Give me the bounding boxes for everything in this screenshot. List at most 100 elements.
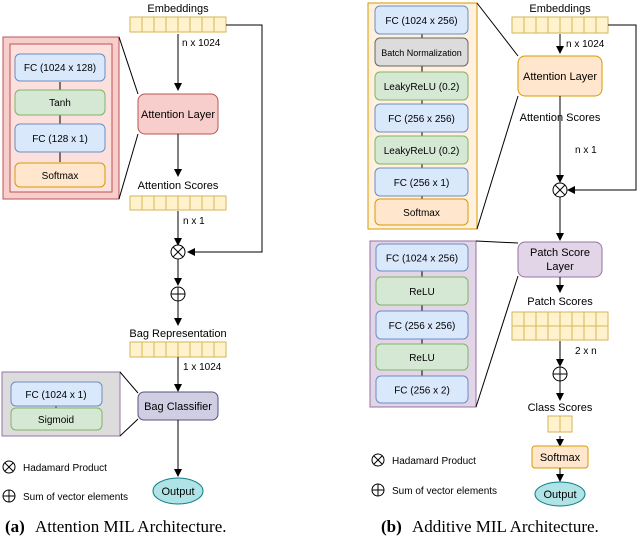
vector-cell	[523, 16, 537, 34]
right-patch-relu2: ReLU	[375, 343, 469, 371]
left-attention-scores-label: Attention Scores	[138, 180, 219, 192]
svg-text:Layer: Layer	[546, 261, 574, 273]
svg-text:Attention Layer: Attention Layer	[523, 71, 597, 83]
left-bag-rep-vector	[129, 341, 227, 358]
left-bag-classifier: Bag Classifier	[137, 391, 219, 421]
right-output: Output	[534, 481, 586, 507]
right-class-scores-label: Class Scores	[528, 402, 593, 414]
vector-cell	[201, 341, 215, 358]
vector-cell	[189, 341, 203, 358]
score-cell	[595, 311, 609, 327]
right-sum-icon	[552, 366, 568, 382]
svg-text:FC (256 x 1): FC (256 x 1)	[394, 178, 450, 189]
right-legend-hadamard-icon	[371, 453, 385, 467]
vector-cell	[129, 16, 143, 33]
score-cell	[583, 325, 597, 341]
vector-cell	[559, 16, 573, 34]
right-patch-link-bottom	[475, 275, 519, 408]
right-attn-leakyrelu2: LeakyReLU (0.2)	[374, 135, 469, 165]
right-class-scores-grid	[547, 415, 573, 433]
right-panel-link-top	[476, 2, 519, 57]
left-attn-fc2: FC (128 x 1)	[14, 123, 106, 153]
vector-cell	[141, 195, 155, 211]
svg-text:FC (256 x 2): FC (256 x 2)	[394, 386, 450, 397]
svg-text:Batch Normalization: Batch Normalization	[381, 48, 462, 58]
right-softmax: Softmax	[531, 445, 589, 469]
right-legend-sum-icon	[371, 483, 385, 497]
score-cell	[559, 415, 573, 433]
right-embeddings-label: Embeddings	[529, 3, 591, 15]
left-attention-layer: Attention Layer	[137, 93, 219, 135]
score-cell	[559, 311, 573, 327]
svg-text:Softmax: Softmax	[403, 208, 440, 219]
svg-text:Output: Output	[161, 486, 194, 498]
score-cell	[535, 325, 549, 341]
right-embeddings-vector	[511, 16, 609, 34]
right-caption-letter: (b)	[381, 517, 402, 536]
score-cell	[571, 325, 585, 341]
score-cell	[511, 311, 525, 327]
vector-cell	[201, 16, 215, 33]
score-cell	[559, 325, 573, 341]
svg-text:LeakyReLU (0.2): LeakyReLU (0.2)	[384, 146, 460, 157]
right-attn-batchnorm: Batch Normalization	[374, 37, 469, 67]
left-panel-link-top	[118, 36, 139, 95]
vector-cell	[153, 341, 167, 358]
right-patch-fc3: FC (256 x 2)	[375, 375, 469, 404]
vector-cell	[595, 16, 609, 34]
right-attention-scores-dim: n x 1	[575, 145, 597, 156]
left-classifier-link-bottom	[119, 418, 139, 437]
left-attention-scores-vector	[129, 195, 227, 211]
right-panel-link-bottom	[476, 95, 519, 230]
left-attn-softmax: Softmax	[14, 162, 106, 188]
left-legend-sum: Sum of vector elements	[23, 492, 128, 503]
svg-text:Bag Classifier: Bag Classifier	[144, 401, 212, 413]
left-panel-link-bottom	[118, 133, 139, 200]
vector-cell	[177, 16, 191, 33]
vector-cell	[201, 195, 215, 211]
left-caption-letter: (a)	[5, 517, 25, 536]
vector-cell	[189, 195, 203, 211]
vector-cell	[141, 341, 155, 358]
left-embeddings-vector	[129, 16, 227, 33]
svg-text:FC (1024 x 256): FC (1024 x 256)	[386, 254, 458, 265]
left-skip-arrow	[187, 24, 263, 256]
left-hadamard-icon	[170, 244, 186, 260]
right-attn-fc1: FC (1024 x 256)	[374, 5, 469, 35]
vector-cell	[213, 195, 227, 211]
right-attn-leakyrelu1: LeakyReLU (0.2)	[374, 71, 469, 101]
left-caption-text: Attention MIL Architecture.	[35, 517, 227, 536]
right-diagram: Embeddings n x 1024 FC (1024 x 256) Batch…	[367, 2, 637, 536]
vector-cell	[153, 195, 167, 211]
left-attention-scores-dim: n x 1	[183, 216, 205, 227]
left-bag-rep-dim: 1 x 1024	[183, 362, 222, 373]
left-embeddings-label: Embeddings	[147, 3, 209, 15]
svg-text:Softmax: Softmax	[540, 452, 581, 464]
svg-text:FC (256 x 256): FC (256 x 256)	[388, 114, 455, 125]
svg-text:ReLU: ReLU	[409, 353, 435, 364]
svg-text:Tanh: Tanh	[49, 98, 71, 109]
vector-cell	[571, 16, 585, 34]
vector-cell	[583, 16, 597, 34]
score-cell	[571, 311, 585, 327]
right-patch-fc1: FC (1024 x 256)	[375, 243, 469, 272]
vector-cell	[511, 16, 525, 34]
score-cell	[595, 325, 609, 341]
vector-cell	[165, 195, 179, 211]
left-attn-tanh: Tanh	[14, 89, 106, 116]
svg-text:Softmax: Softmax	[42, 171, 79, 182]
left-diagram: Embeddings n x 1024 FC (1024 x 128) Tanh…	[1, 3, 263, 536]
right-attention-layer: Attention Layer	[517, 55, 603, 97]
score-cell	[523, 311, 537, 327]
svg-text:LeakyReLU (0.2): LeakyReLU (0.2)	[384, 82, 460, 93]
vector-cell	[535, 16, 549, 34]
left-embeddings-dim: n x 1024	[182, 38, 221, 49]
vector-cell	[129, 341, 143, 358]
svg-text:Patch Score: Patch Score	[530, 247, 590, 259]
right-embeddings-dim: n x 1024	[566, 39, 605, 50]
score-cell	[547, 415, 561, 433]
vector-cell	[213, 341, 227, 358]
